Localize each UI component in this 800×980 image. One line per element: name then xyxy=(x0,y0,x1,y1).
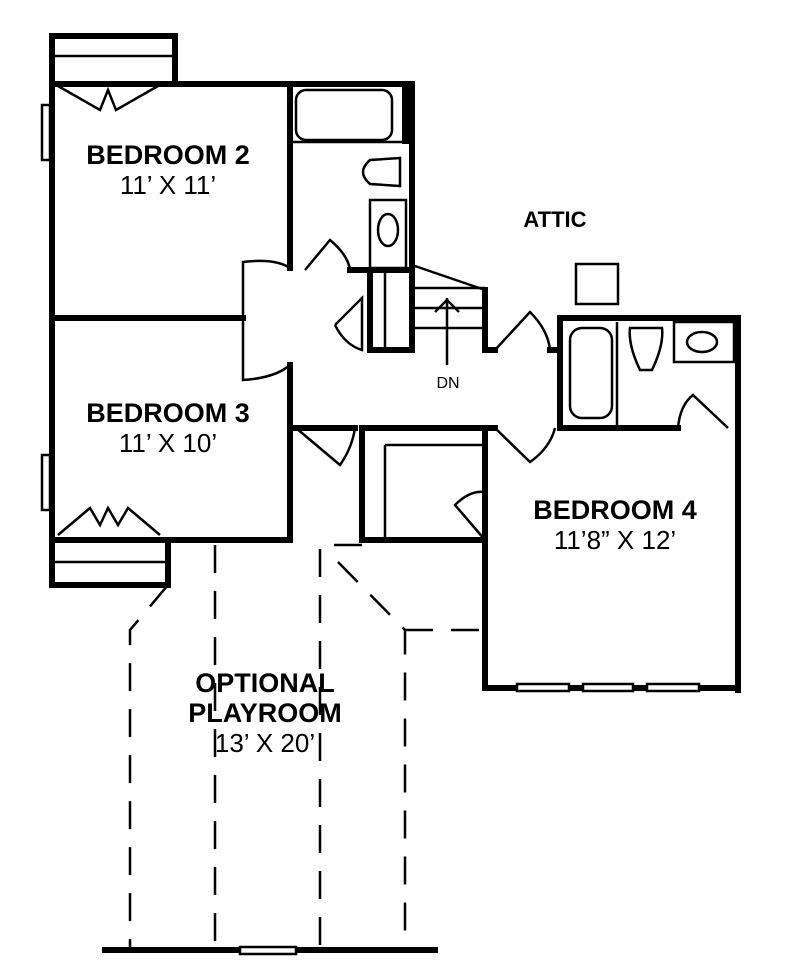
window-bedroom4-1 xyxy=(515,682,571,693)
playroom-outline xyxy=(128,543,485,950)
bathroom-upper-left xyxy=(290,88,408,270)
window-bedroom2 xyxy=(40,103,52,162)
room-dims: 11’8” X 12’ xyxy=(553,525,677,555)
room-label-bedroom4: BEDROOM 4 11’8” X 12’ xyxy=(500,495,730,555)
room-dims: 13’ X 20’ xyxy=(214,728,316,758)
attic-hatch xyxy=(574,262,620,306)
room-dims: 11’ X 11’ xyxy=(119,170,217,200)
bedroom2-closet xyxy=(49,33,178,112)
bedroom3-closet xyxy=(49,537,171,588)
room-name: BEDROOM 4 xyxy=(533,495,697,525)
attic-label: ATTIC xyxy=(523,207,587,232)
stair-down-label: DN xyxy=(436,375,460,392)
window-bedroom4-2 xyxy=(581,682,635,693)
room-name: BEDROOM 3 xyxy=(86,398,250,428)
window-playroom xyxy=(238,945,298,956)
room-label-bedroom3: BEDROOM 3 11’ X 10’ xyxy=(58,398,278,458)
room-name: BEDROOM 2 xyxy=(86,140,250,170)
bathroom-right xyxy=(557,315,741,693)
room-label-bedroom2: BEDROOM 2 11’ X 11’ xyxy=(58,140,278,200)
window-bedroom3 xyxy=(40,453,52,512)
room-name-line2: PLAYROOM xyxy=(188,698,342,728)
room-label-playroom: OPTIONAL PLAYROOM 13’ X 20’ xyxy=(165,668,365,758)
stairs xyxy=(333,263,488,365)
room-name-line1: OPTIONAL xyxy=(195,668,335,698)
window-bedroom4-3 xyxy=(645,682,701,693)
room-dims: 11’ X 10’ xyxy=(118,428,218,458)
